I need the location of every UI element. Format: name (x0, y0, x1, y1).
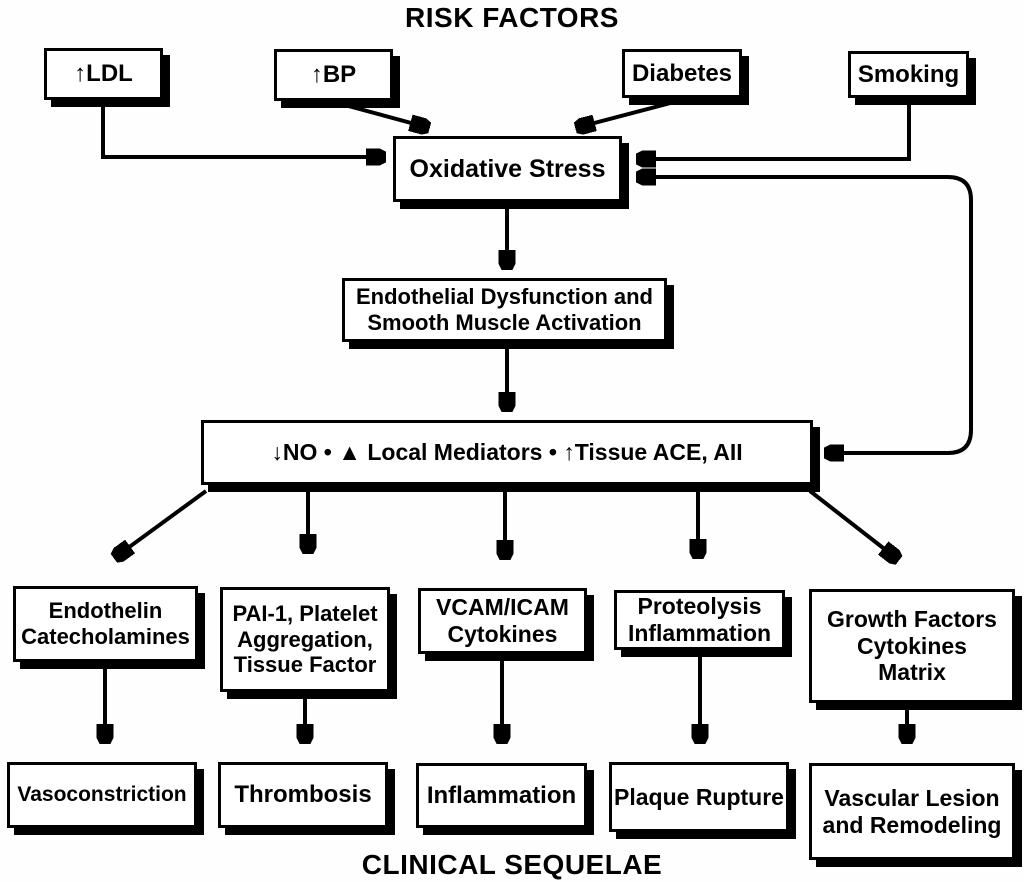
node-oxidative-stress: Oxidative Stress (393, 136, 622, 202)
node-vascular-lesion: Vascular Lesion and Remodeling (809, 763, 1015, 860)
node-ldl: ↑LDL (44, 48, 163, 100)
title-risk-factors: RISK FACTORS (405, 2, 619, 33)
node-endothelial-dysfunction: Endothelial Dysfunction and Smooth Muscl… (342, 278, 667, 342)
node-plaque-rupture: Plaque Rupture (609, 762, 789, 832)
node-bp: ↑BP (274, 49, 393, 101)
arrow-mediators-to-endothelin (117, 489, 208, 556)
title-clinical-sequelae: CLINICAL SEQUELAE (361, 849, 663, 880)
node-vcam-icam: VCAM/ICAM Cytokines (418, 588, 587, 654)
node-diabetes: Diabetes (622, 49, 742, 98)
node-proteolysis-inflammation: Proteolysis Inflammation (614, 590, 785, 650)
feedback-loop-arrow (640, 177, 973, 453)
arrow-mediators-to-growth-factors (808, 489, 896, 558)
node-vasoconstriction: Vasoconstriction (7, 762, 197, 828)
node-thrombosis: Thrombosis (218, 762, 388, 828)
node-pai1-platelet: PAI-1, Platelet Aggregation, Tissue Fact… (220, 587, 390, 692)
node-endothelin-catecholamines: Endothelin Catecholamines (13, 586, 198, 662)
node-smoking: Smoking (848, 51, 969, 98)
node-growth-factors: Growth Factors Cytokines Matrix (809, 589, 1015, 703)
node-local-mediators: ↓NO • ▲ Local Mediators • ↑Tissue ACE, A… (201, 420, 813, 485)
arrow-smoking-to-oxidative-stress (640, 98, 911, 159)
arrow-ldl-to-oxidative-stress (101, 100, 382, 157)
node-inflammation: Inflammation (416, 763, 587, 828)
arrow-diabetes-to-oxidative-stress (579, 98, 683, 127)
arrow-bp-to-oxidative-stress (340, 102, 426, 127)
